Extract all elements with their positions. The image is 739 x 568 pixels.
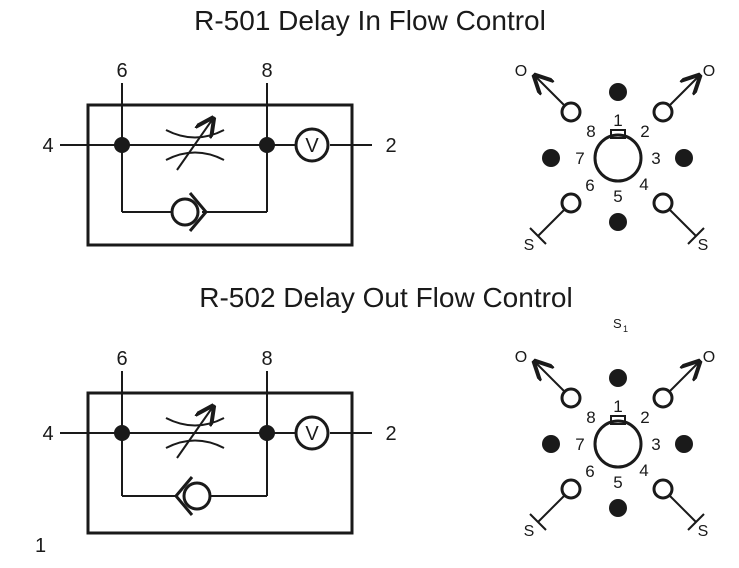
pin-label-7: 7 xyxy=(575,435,584,454)
diagram-r502: R-502 Delay Out Flow Control xyxy=(42,282,715,540)
check-valve-symbol xyxy=(174,476,212,516)
junction-dot xyxy=(114,425,130,441)
check-valve-symbol xyxy=(170,192,208,232)
hub-key xyxy=(610,129,626,139)
pin-label-5: 5 xyxy=(613,187,622,206)
pin-layout: 1 2 3 4 5 6 7 8 O O S S xyxy=(515,349,715,540)
port-label-left: 4 xyxy=(42,423,53,445)
center-hub xyxy=(593,419,643,469)
supply-label-right: S xyxy=(698,237,709,254)
filled-pin xyxy=(542,149,560,167)
junction-dot xyxy=(114,137,130,153)
center-hub xyxy=(593,133,643,183)
pin-label-8: 8 xyxy=(586,408,595,427)
valve-body xyxy=(86,103,354,247)
pin-label-3: 3 xyxy=(651,435,660,454)
filled-pin xyxy=(609,213,627,231)
pin-label-7: 7 xyxy=(575,149,584,168)
note-subscript: 1 xyxy=(623,324,628,334)
filled-pin xyxy=(675,149,693,167)
open-port-top-left xyxy=(536,77,582,123)
supply-label-left: S xyxy=(524,237,535,254)
port-label-top-left: 6 xyxy=(116,60,127,82)
supply-port-bottom-left xyxy=(529,192,582,245)
pin-label-1: 1 xyxy=(613,397,622,416)
pin-label-1: 1 xyxy=(613,111,622,130)
variable-restriction-symbol xyxy=(165,408,225,459)
filled-pin xyxy=(609,369,627,387)
pin-label-6: 6 xyxy=(585,462,594,481)
pin-label-8: 8 xyxy=(586,122,595,141)
filled-pin xyxy=(542,435,560,453)
port-label-right: 2 xyxy=(385,135,396,157)
diagram-title: R-501 Delay In Flow Control xyxy=(194,5,546,36)
outlet-label-left: O xyxy=(515,63,527,80)
port-label-right: 2 xyxy=(385,423,396,445)
diagram-title: R-502 Delay Out Flow Control xyxy=(199,282,572,313)
variable-restriction-symbol xyxy=(165,120,225,171)
port-label-left: 4 xyxy=(42,135,53,157)
pressure-valve-symbol: V xyxy=(294,127,330,163)
supply-label-left: S xyxy=(524,523,535,540)
pin-label-2: 2 xyxy=(640,408,649,427)
note-label: S xyxy=(613,316,622,331)
pressure-valve-symbol: V xyxy=(294,415,330,451)
port-label-top-left: 6 xyxy=(116,348,127,370)
pin-label-5: 5 xyxy=(613,473,622,492)
page-number: 1 xyxy=(35,535,46,557)
pin-label-4: 4 xyxy=(639,461,648,480)
port-note: S 1 xyxy=(613,316,628,334)
filled-pin xyxy=(675,435,693,453)
pin-label-4: 4 xyxy=(639,175,648,194)
junction-dot xyxy=(259,137,275,153)
outlet-label-left: O xyxy=(515,349,527,366)
supply-port-bottom-right xyxy=(652,478,705,531)
supply-label-right: S xyxy=(698,523,709,540)
open-port-top-right xyxy=(652,77,698,123)
valve-body xyxy=(86,391,354,535)
junction-dot xyxy=(259,425,275,441)
pin-layout: 1 2 3 4 5 6 7 8 O O S S xyxy=(515,63,715,254)
port-label-top-right: 8 xyxy=(261,348,272,370)
diagram-r501: R-501 Delay In Flow Control xyxy=(42,5,715,254)
supply-port-bottom-right xyxy=(652,192,705,245)
outlet-label-right: O xyxy=(703,63,715,80)
supply-port-bottom-left xyxy=(529,478,582,531)
valve-label: V xyxy=(305,135,319,157)
filled-pin xyxy=(609,83,627,101)
port-label-top-right: 8 xyxy=(261,60,272,82)
pin-label-3: 3 xyxy=(651,149,660,168)
valve-label: V xyxy=(305,423,319,445)
pin-label-6: 6 xyxy=(585,176,594,195)
schematic: V 4 2 6 8 xyxy=(42,60,397,247)
outlet-label-right: O xyxy=(703,349,715,366)
schematic: V 4 2 6 8 xyxy=(42,348,397,535)
pin-label-2: 2 xyxy=(640,122,649,141)
hub-key xyxy=(610,415,626,425)
open-port-top-right xyxy=(652,363,698,409)
filled-pin xyxy=(609,499,627,517)
open-port-top-left xyxy=(536,363,582,409)
